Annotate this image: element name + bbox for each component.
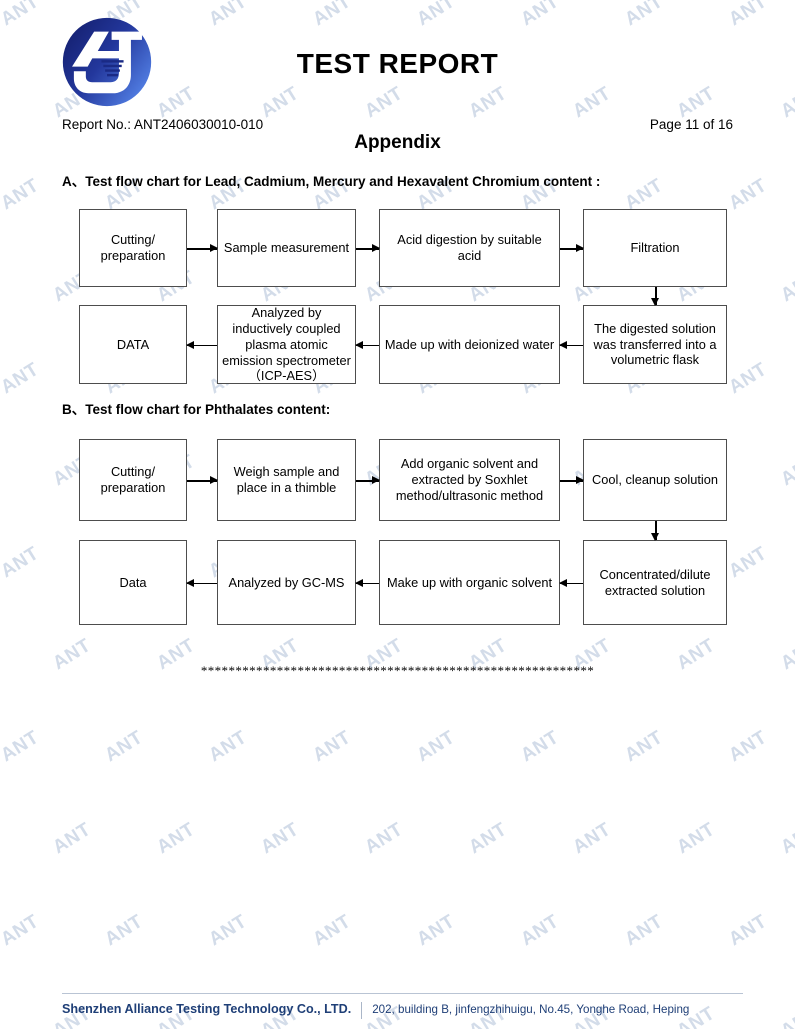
flow-box: Acid digestion by suitable acid: [379, 209, 560, 287]
flow-box: Filtration: [583, 209, 727, 287]
page-number: Page 11 of 16: [649, 117, 733, 132]
footer-address: 202, building B, jinfengzhihuigu, No.45,…: [372, 1003, 690, 1016]
footer-divider: [361, 1002, 363, 1019]
flow-box: The digested solution was transferred in…: [583, 305, 727, 384]
flow-box-label: Analyzed by inductively coupled plasma a…: [222, 304, 351, 384]
flow-box-label: Data: [119, 574, 147, 590]
flow-box-label: Cutting/preparation: [100, 464, 166, 495]
section-a-heading: A、Test flow chart for Lead, Cadmium, Mer…: [62, 174, 601, 189]
connector-line: [560, 582, 583, 585]
flow-box-label: Concentrated/dilute extracted solution: [599, 566, 711, 598]
flow-box: Cool, cleanup solution: [583, 439, 727, 521]
connector-arrow: [372, 476, 380, 485]
page-title: TEST REPORT: [296, 48, 499, 79]
connector-line: [356, 480, 379, 482]
report-number: Report No.: ANT2406030010-010: [62, 117, 264, 132]
flow-box: Weigh sample and place in a thimble: [217, 439, 356, 521]
connector-line: [187, 480, 217, 482]
flow-box-label: The digested solution was transferred in…: [593, 320, 717, 368]
connector-arrow: [651, 533, 660, 541]
footer-company-name: Shenzhen Alliance Testing Technology Co.…: [62, 1002, 352, 1016]
flow-box: Data: [79, 540, 187, 625]
flow-box-label: DATA: [116, 336, 150, 352]
section-b-heading: B、Test flow chart for Phthalates content…: [62, 402, 331, 417]
flow-box-label: Make up with organic solvent: [386, 574, 553, 590]
flow-box: Add organic solvent and extracted by Sox…: [379, 439, 560, 521]
connector-arrow: [576, 476, 584, 485]
flow-box-label: Made up with deionized water: [384, 336, 555, 352]
flow-box-label: Analyzed by GC-MS: [228, 574, 345, 590]
flow-box: Sample measurement: [217, 209, 356, 287]
flow-box: Analyzed by inductively coupled plasma a…: [217, 305, 356, 384]
connector-arrow: [355, 340, 363, 349]
connector-line: [187, 248, 217, 250]
connector-arrow: [651, 298, 660, 306]
connector-line: [560, 480, 583, 482]
flow-box: Cutting/preparation: [79, 209, 187, 287]
company-logo-icon: [61, 16, 153, 108]
flow-box-label: Cool, cleanup solution: [592, 472, 718, 487]
connector-arrow: [210, 476, 218, 485]
page-footer: Shenzhen Alliance Testing Technology Co.…: [62, 993, 743, 1019]
appendix-heading: Appendix: [354, 132, 441, 153]
connector-line: [655, 287, 657, 305]
connector-arrow: [576, 244, 584, 253]
flow-box: Cutting/preparation: [79, 439, 187, 521]
flow-box: Made up with deionized water: [379, 305, 560, 384]
connector-line: [356, 344, 379, 347]
connector-arrow: [210, 244, 218, 253]
flow-box: Analyzed by GC-MS: [217, 540, 356, 625]
connector-arrow: [559, 340, 567, 349]
flow-box-label: Acid digestion by suitable acid: [397, 232, 542, 263]
connector-arrow: [186, 578, 194, 587]
connector-arrow: [186, 340, 194, 349]
connector-line: [560, 248, 583, 250]
flow-box-label: Weigh sample and place in a thimble: [233, 464, 340, 495]
connector-line: [187, 582, 217, 585]
flow-box-label: Sample measurement: [223, 240, 350, 255]
flow-box: Make up with organic solvent: [379, 540, 560, 625]
report-meta: Report No.: ANT2406030010-010 Page 11 of…: [62, 117, 733, 135]
flow-box-label: Add organic solvent and extracted by Sox…: [395, 456, 544, 503]
flow-box-label: Filtration: [630, 240, 680, 255]
page-header: TEST REPORT: [0, 0, 795, 112]
flow-box: DATA: [79, 305, 187, 384]
connector-line: [356, 582, 379, 585]
connector-line: [655, 521, 657, 540]
connector-line: [356, 248, 379, 250]
connector-line: [187, 344, 217, 347]
connector-line: [560, 344, 583, 347]
connector-arrow: [559, 578, 567, 587]
flow-box: Concentrated/dilute extracted solution: [583, 540, 727, 625]
asterisk-divider: ****************************************…: [200, 663, 595, 678]
flow-box-label: Cutting/preparation: [100, 232, 166, 263]
connector-arrow: [372, 244, 380, 253]
connector-arrow: [355, 578, 363, 587]
